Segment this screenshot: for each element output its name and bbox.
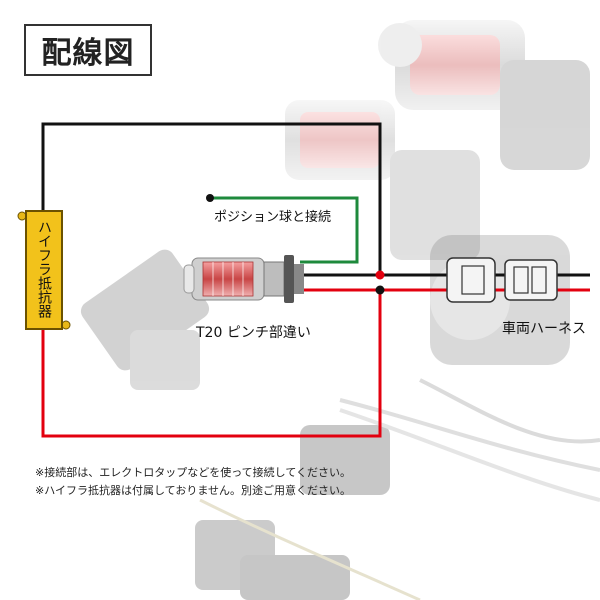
junction-dot-black bbox=[375, 285, 385, 295]
green-wire bbox=[210, 196, 359, 264]
background-bulb-photo-middle bbox=[285, 100, 480, 260]
note-resistor: ※ハイフラ抵抗器は付属しておりません。別途ご用意ください。 bbox=[35, 484, 352, 497]
resistor-tab-bottom bbox=[61, 320, 71, 330]
position-connect-label: ポジション球と接続 bbox=[214, 210, 332, 225]
background-connector-photos-bottom bbox=[195, 378, 600, 600]
vehicle-harness-connector bbox=[446, 257, 558, 303]
resistor-label: ハイフラ抵抗器 bbox=[36, 220, 52, 318]
background-tap-photo-left bbox=[80, 249, 210, 390]
background-bulb-photo-top bbox=[378, 20, 590, 170]
hyper-flash-resistor: ハイフラ抵抗器 bbox=[25, 210, 63, 330]
bulb-label: T20 ピンチ部違い bbox=[196, 325, 311, 341]
title-box: 配線図 bbox=[24, 24, 152, 76]
junction-dot-red bbox=[375, 270, 385, 280]
t20-bulb bbox=[183, 255, 304, 303]
page-title: 配線図 bbox=[41, 36, 135, 71]
harness-label: 車両ハーネス bbox=[502, 321, 586, 337]
note-connection: ※接続部は、エレクトロタップなどを使って接続してください。 bbox=[35, 466, 352, 479]
green-wire-end-dot bbox=[206, 194, 214, 202]
